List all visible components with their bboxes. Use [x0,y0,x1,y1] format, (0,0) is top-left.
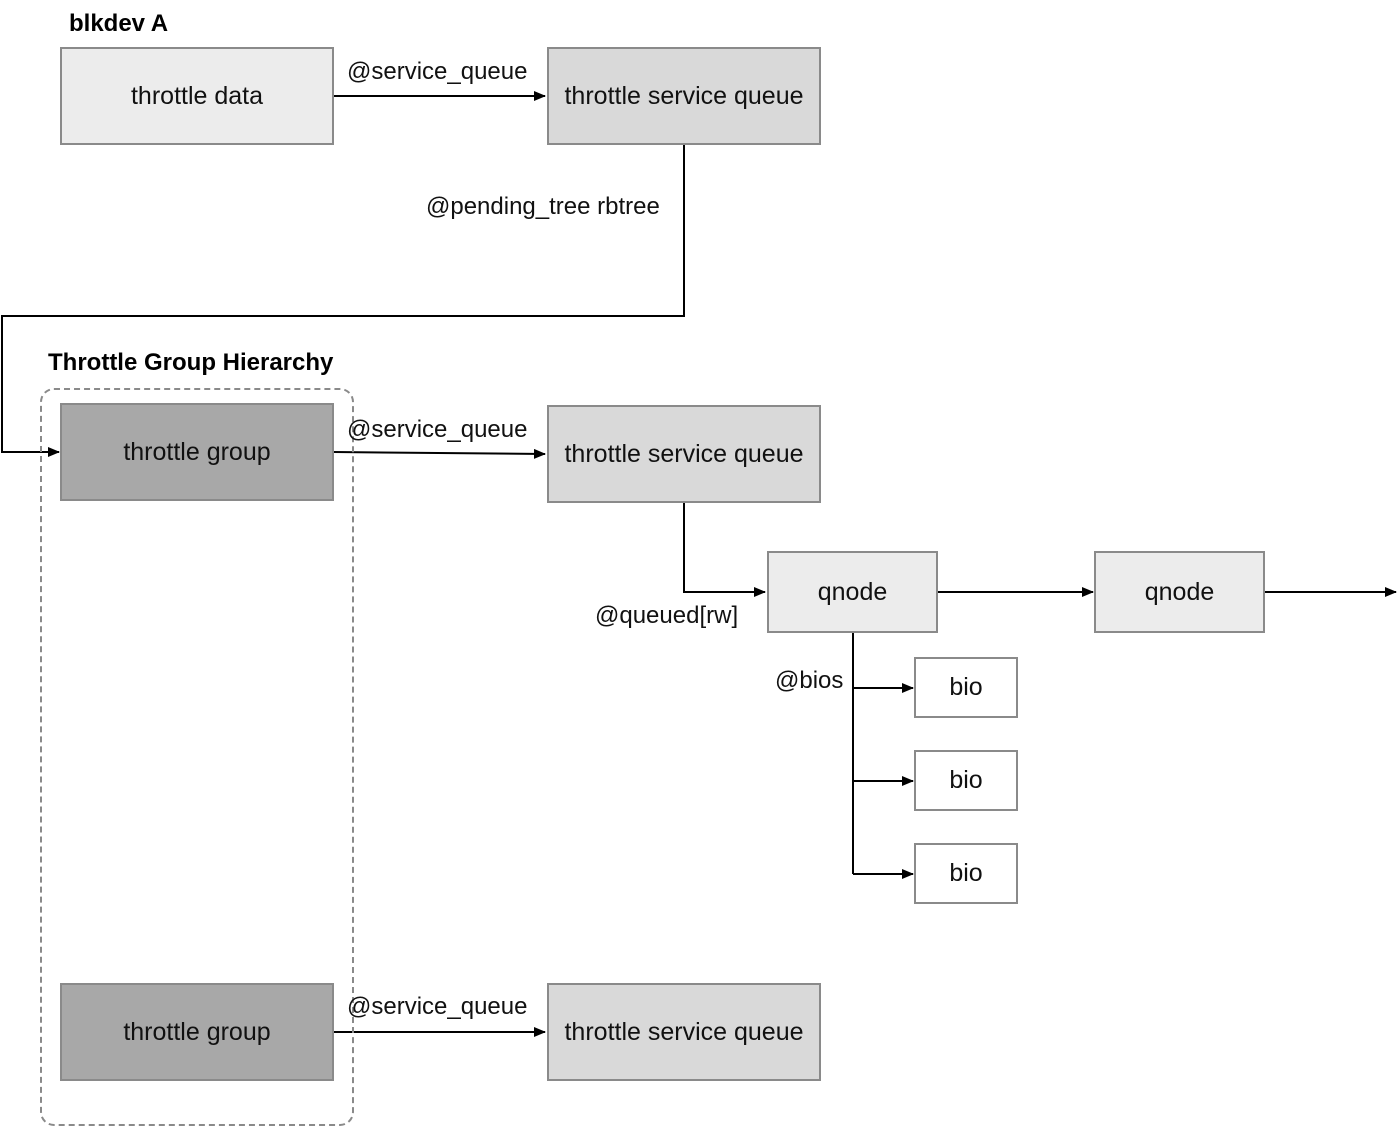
bio-node-2: bio [914,750,1018,811]
edge-label-queued: @queued[rw] [595,602,739,629]
throttle-service-queue-top-node: throttle service queue [547,47,821,145]
throttle-group-hierarchy-frame [40,388,354,1126]
throttle-service-queue-mid-node: throttle service queue [547,405,821,503]
bio-node-3: bio [914,843,1018,904]
edge-pending-tree [1,145,685,457]
qnode-2: qnode [1094,551,1265,633]
edge-queued [683,502,766,597]
edge-group1-to-service-queue [333,448,546,459]
bio-node-1: bio [914,657,1018,718]
edge-label-service-queue-mid: @service_queue [347,416,528,443]
edge-label-service-queue-top: @service_queue [347,58,528,85]
qnode-1: qnode [767,551,938,633]
throttle-group-node-2: throttle group [60,983,334,1081]
blkdev-heading: blkdev A [69,10,169,37]
hierarchy-heading: Throttle Group Hierarchy [48,349,334,376]
throttle-data-node: throttle data [60,47,334,145]
edge-label-pending-tree: @pending_tree rbtree [426,193,660,220]
edge-label-bios: @bios [775,667,844,694]
throttle-service-queue-bottom-node: throttle service queue [547,983,821,1081]
throttle-group-node-1: throttle group [60,403,334,501]
edge-label-service-queue-bottom: @service_queue [347,993,528,1020]
